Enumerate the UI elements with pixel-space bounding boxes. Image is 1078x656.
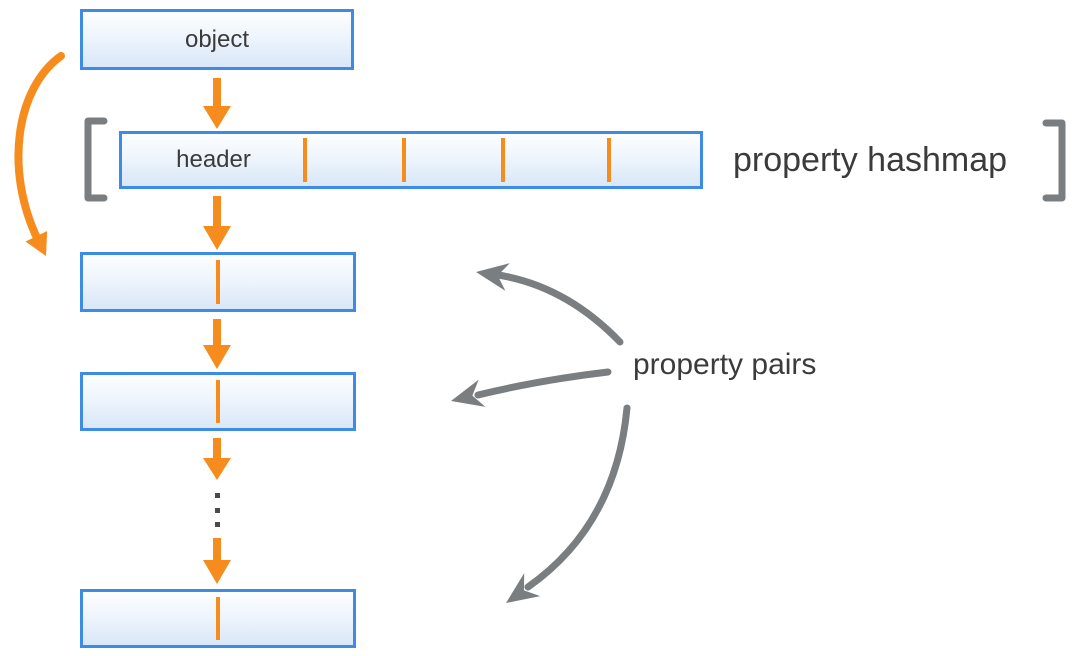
hashmap-slot-divider: [501, 138, 505, 182]
hashmap-header-label: header: [176, 146, 251, 173]
down-arrow-header-to-pair1: [203, 196, 231, 250]
object-box: object: [80, 9, 354, 70]
down-arrow-pair2-to-ellipsis: [203, 438, 231, 480]
hashmap-slot-divider: [303, 138, 307, 182]
down-arrow-pair1-to-pair2: [203, 319, 231, 369]
pair-divider: [216, 597, 220, 640]
property-pair-box-2: [80, 372, 356, 431]
pointer-arrow-to-pair3: [506, 404, 631, 603]
right-bracket: [1042, 119, 1066, 202]
hashmap-caption: property hashmap: [733, 141, 1008, 179]
ellipsis-dots: [215, 493, 220, 527]
pointer-arrow-to-pair1: [476, 263, 624, 346]
hashmap-header-cell: header: [122, 134, 305, 186]
hashmap-header-box: header: [119, 131, 703, 189]
pointer-arrow-to-pair2: [451, 368, 612, 407]
hashmap-slot-divider: [607, 138, 611, 182]
property-pair-box-3: [80, 589, 356, 648]
left-bracket: [84, 117, 108, 202]
down-arrow-object-to-header: [203, 78, 231, 129]
object-box-label: object: [184, 25, 250, 53]
curved-arrow-object-to-pairs: [14, 52, 65, 256]
pair-divider: [216, 260, 220, 304]
property-pairs-caption: property pairs: [633, 348, 817, 381]
down-arrow-ellipsis-to-pair3: [203, 538, 231, 584]
property-pair-box-1: [80, 252, 356, 312]
pair-divider: [216, 380, 220, 423]
hashmap-slot-divider: [402, 138, 406, 182]
